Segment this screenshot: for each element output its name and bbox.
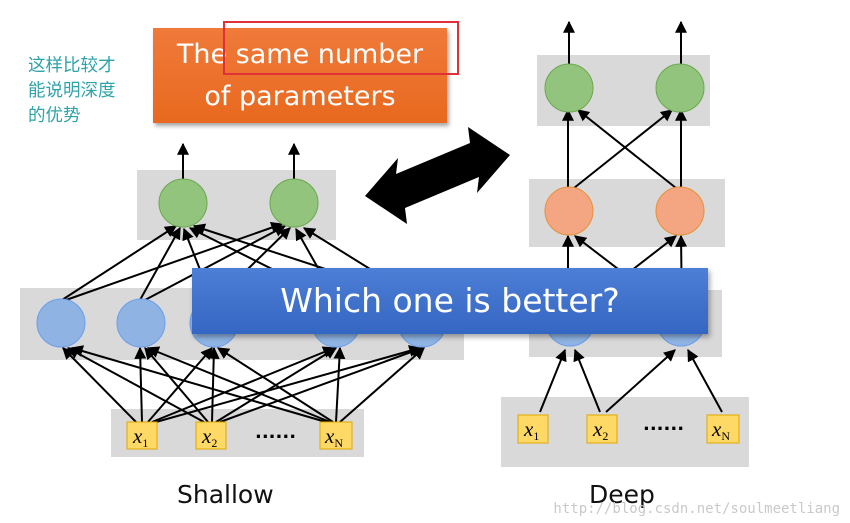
highlight-frame xyxy=(223,21,459,75)
svg-text:xN: xN xyxy=(324,424,343,450)
deep-caption: Deep xyxy=(589,480,655,509)
shallow-input-ellipsis: ...... xyxy=(255,422,296,443)
deep-edges xyxy=(539,108,723,413)
shallow-output-node-2 xyxy=(269,178,319,228)
svg-text:x1: x1 xyxy=(132,424,148,450)
shallow-input-x2: x2 xyxy=(195,421,227,450)
shallow-input-hidden-edges xyxy=(62,345,425,423)
deep-output-arrows xyxy=(563,20,687,65)
watermark: http://blog.csdn.net/soulmeetliang xyxy=(553,501,840,517)
shallow-output-node-1 xyxy=(158,178,208,228)
deep-input-x2: x2 xyxy=(586,414,618,444)
question-banner: Which one is better? xyxy=(192,268,708,334)
deep-input-ellipsis: ...... xyxy=(643,414,684,435)
shallow-caption: Shallow xyxy=(177,480,274,509)
deep-input-x1: x1 xyxy=(517,414,549,444)
shallow-input-xN: xN xyxy=(319,421,353,450)
shallow-output-arrows xyxy=(177,142,300,180)
svg-text:xN: xN xyxy=(711,417,730,443)
shallow-input-x1: x1 xyxy=(126,421,158,450)
shallow-hidden-node-2 xyxy=(116,298,166,348)
chinese-note: 这样比较才 能说明深度 的优势 xyxy=(28,56,116,126)
deep-output-node-2 xyxy=(655,63,705,113)
deep-hidden2-node-1 xyxy=(544,186,594,236)
deep-hidden2-node-2 xyxy=(655,186,705,236)
deep-output-node-1 xyxy=(544,63,594,113)
svg-text:x2: x2 xyxy=(592,417,608,443)
shallow-hidden-node-1 xyxy=(36,298,86,348)
deep-input-xN: xN xyxy=(706,414,740,444)
svg-text:x1: x1 xyxy=(523,417,539,443)
same-params-line1: The same number xyxy=(176,39,424,70)
same-params-line2: of parameters xyxy=(204,81,396,112)
double-arrow-icon xyxy=(365,127,510,224)
svg-text:x2: x2 xyxy=(201,424,217,450)
same-params-box: The same number of parameters xyxy=(153,28,447,123)
